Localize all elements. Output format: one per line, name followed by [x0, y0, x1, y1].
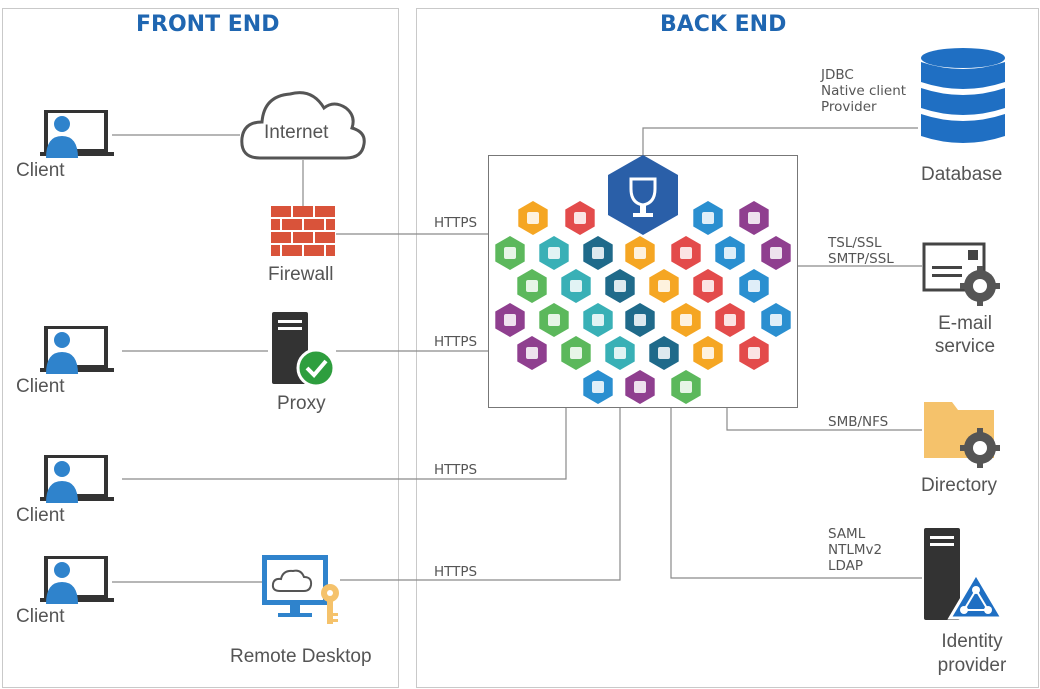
module-glyph-icon: [570, 280, 582, 292]
module-glyph-icon: [592, 314, 604, 326]
identity-provider-icon: [924, 528, 1005, 620]
module-glyph-icon: [526, 280, 538, 292]
module-glyph-icon: [504, 247, 516, 259]
module-glyph-icon: [702, 280, 714, 292]
db-protocol-label: JDBC Native client Provider: [821, 67, 907, 115]
remote-desktop-icon: [262, 555, 339, 624]
proxy-label: Proxy: [277, 393, 326, 414]
back-end-panel: [416, 8, 1039, 688]
module-glyph-icon: [634, 314, 646, 326]
module-glyph-icon: [724, 314, 736, 326]
client-label: Client: [16, 505, 65, 526]
https-label: HTTPS: [434, 215, 478, 231]
directory-label: Directory: [921, 475, 998, 496]
https-label: HTTPS: [434, 462, 478, 478]
module-glyph-icon: [592, 247, 604, 259]
client-laptop-icon: [40, 110, 114, 158]
module-glyph-icon: [548, 247, 560, 259]
app-idp-line: [670, 407, 922, 579]
proxy-server-icon: [272, 312, 336, 388]
client-laptop-icon: [40, 326, 114, 374]
app-database-line: [642, 127, 918, 155]
email-protocol-label: TSL/SSL SMTP/SSL: [828, 235, 894, 267]
module-glyph-icon: [570, 347, 582, 359]
module-glyph-icon: [592, 381, 604, 393]
internet-label: Internet: [264, 122, 329, 143]
front-end-title: FRONT END: [136, 12, 280, 37]
module-glyph-icon: [680, 381, 692, 393]
module-glyph-icon: [504, 314, 516, 326]
email-label: E-mail service: [934, 313, 996, 357]
dir-protocol-label: SMB/NFS: [828, 414, 889, 430]
module-glyph-icon: [748, 212, 760, 224]
module-glyph-icon: [614, 347, 626, 359]
https-label: HTTPS: [434, 334, 478, 350]
firewall-icon: [271, 206, 335, 256]
rd-app-line: [340, 407, 621, 581]
remote-desktop-label: Remote Desktop: [230, 646, 372, 667]
client-laptop-icon: [40, 455, 114, 503]
module-glyph-icon: [548, 314, 560, 326]
identity-provider-label: Identity provider: [937, 631, 1007, 676]
client-label: Client: [16, 376, 65, 397]
module-glyph-icon: [574, 212, 586, 224]
client-label: Client: [16, 160, 65, 181]
internet-cloud-icon: [240, 91, 366, 160]
module-glyph-icon: [724, 247, 736, 259]
module-glyph-icon: [702, 212, 714, 224]
module-glyph-icon: [614, 280, 626, 292]
trophy-icon: [608, 155, 678, 235]
email-service-icon: [922, 242, 1000, 306]
directory-icon: [924, 402, 1000, 468]
module-glyph-icon: [770, 247, 782, 259]
module-glyph-icon: [526, 347, 538, 359]
module-glyph-icon: [634, 381, 646, 393]
application-modules: [495, 155, 791, 404]
module-glyph-icon: [527, 212, 539, 224]
module-glyph-icon: [680, 314, 692, 326]
module-glyph-icon: [658, 347, 670, 359]
client3-app-line: [122, 407, 567, 480]
module-glyph-icon: [702, 347, 714, 359]
module-glyph-icon: [658, 280, 670, 292]
client-label: Client: [16, 606, 65, 627]
back-end-title: BACK END: [660, 12, 787, 37]
front-end-panel: [2, 8, 399, 688]
module-glyph-icon: [748, 347, 760, 359]
https-label: HTTPS: [434, 564, 478, 580]
module-glyph-icon: [770, 314, 782, 326]
client-laptop-icon: [40, 556, 114, 604]
database-label: Database: [921, 164, 1003, 185]
database-icon: [921, 48, 1005, 143]
module-glyph-icon: [748, 280, 760, 292]
firewall-label: Firewall: [268, 264, 334, 285]
module-glyph-icon: [680, 247, 692, 259]
idp-protocol-label: SAML NTLMv2 LDAP: [828, 526, 883, 574]
app-directory-line: [726, 407, 922, 431]
module-glyph-icon: [634, 247, 646, 259]
